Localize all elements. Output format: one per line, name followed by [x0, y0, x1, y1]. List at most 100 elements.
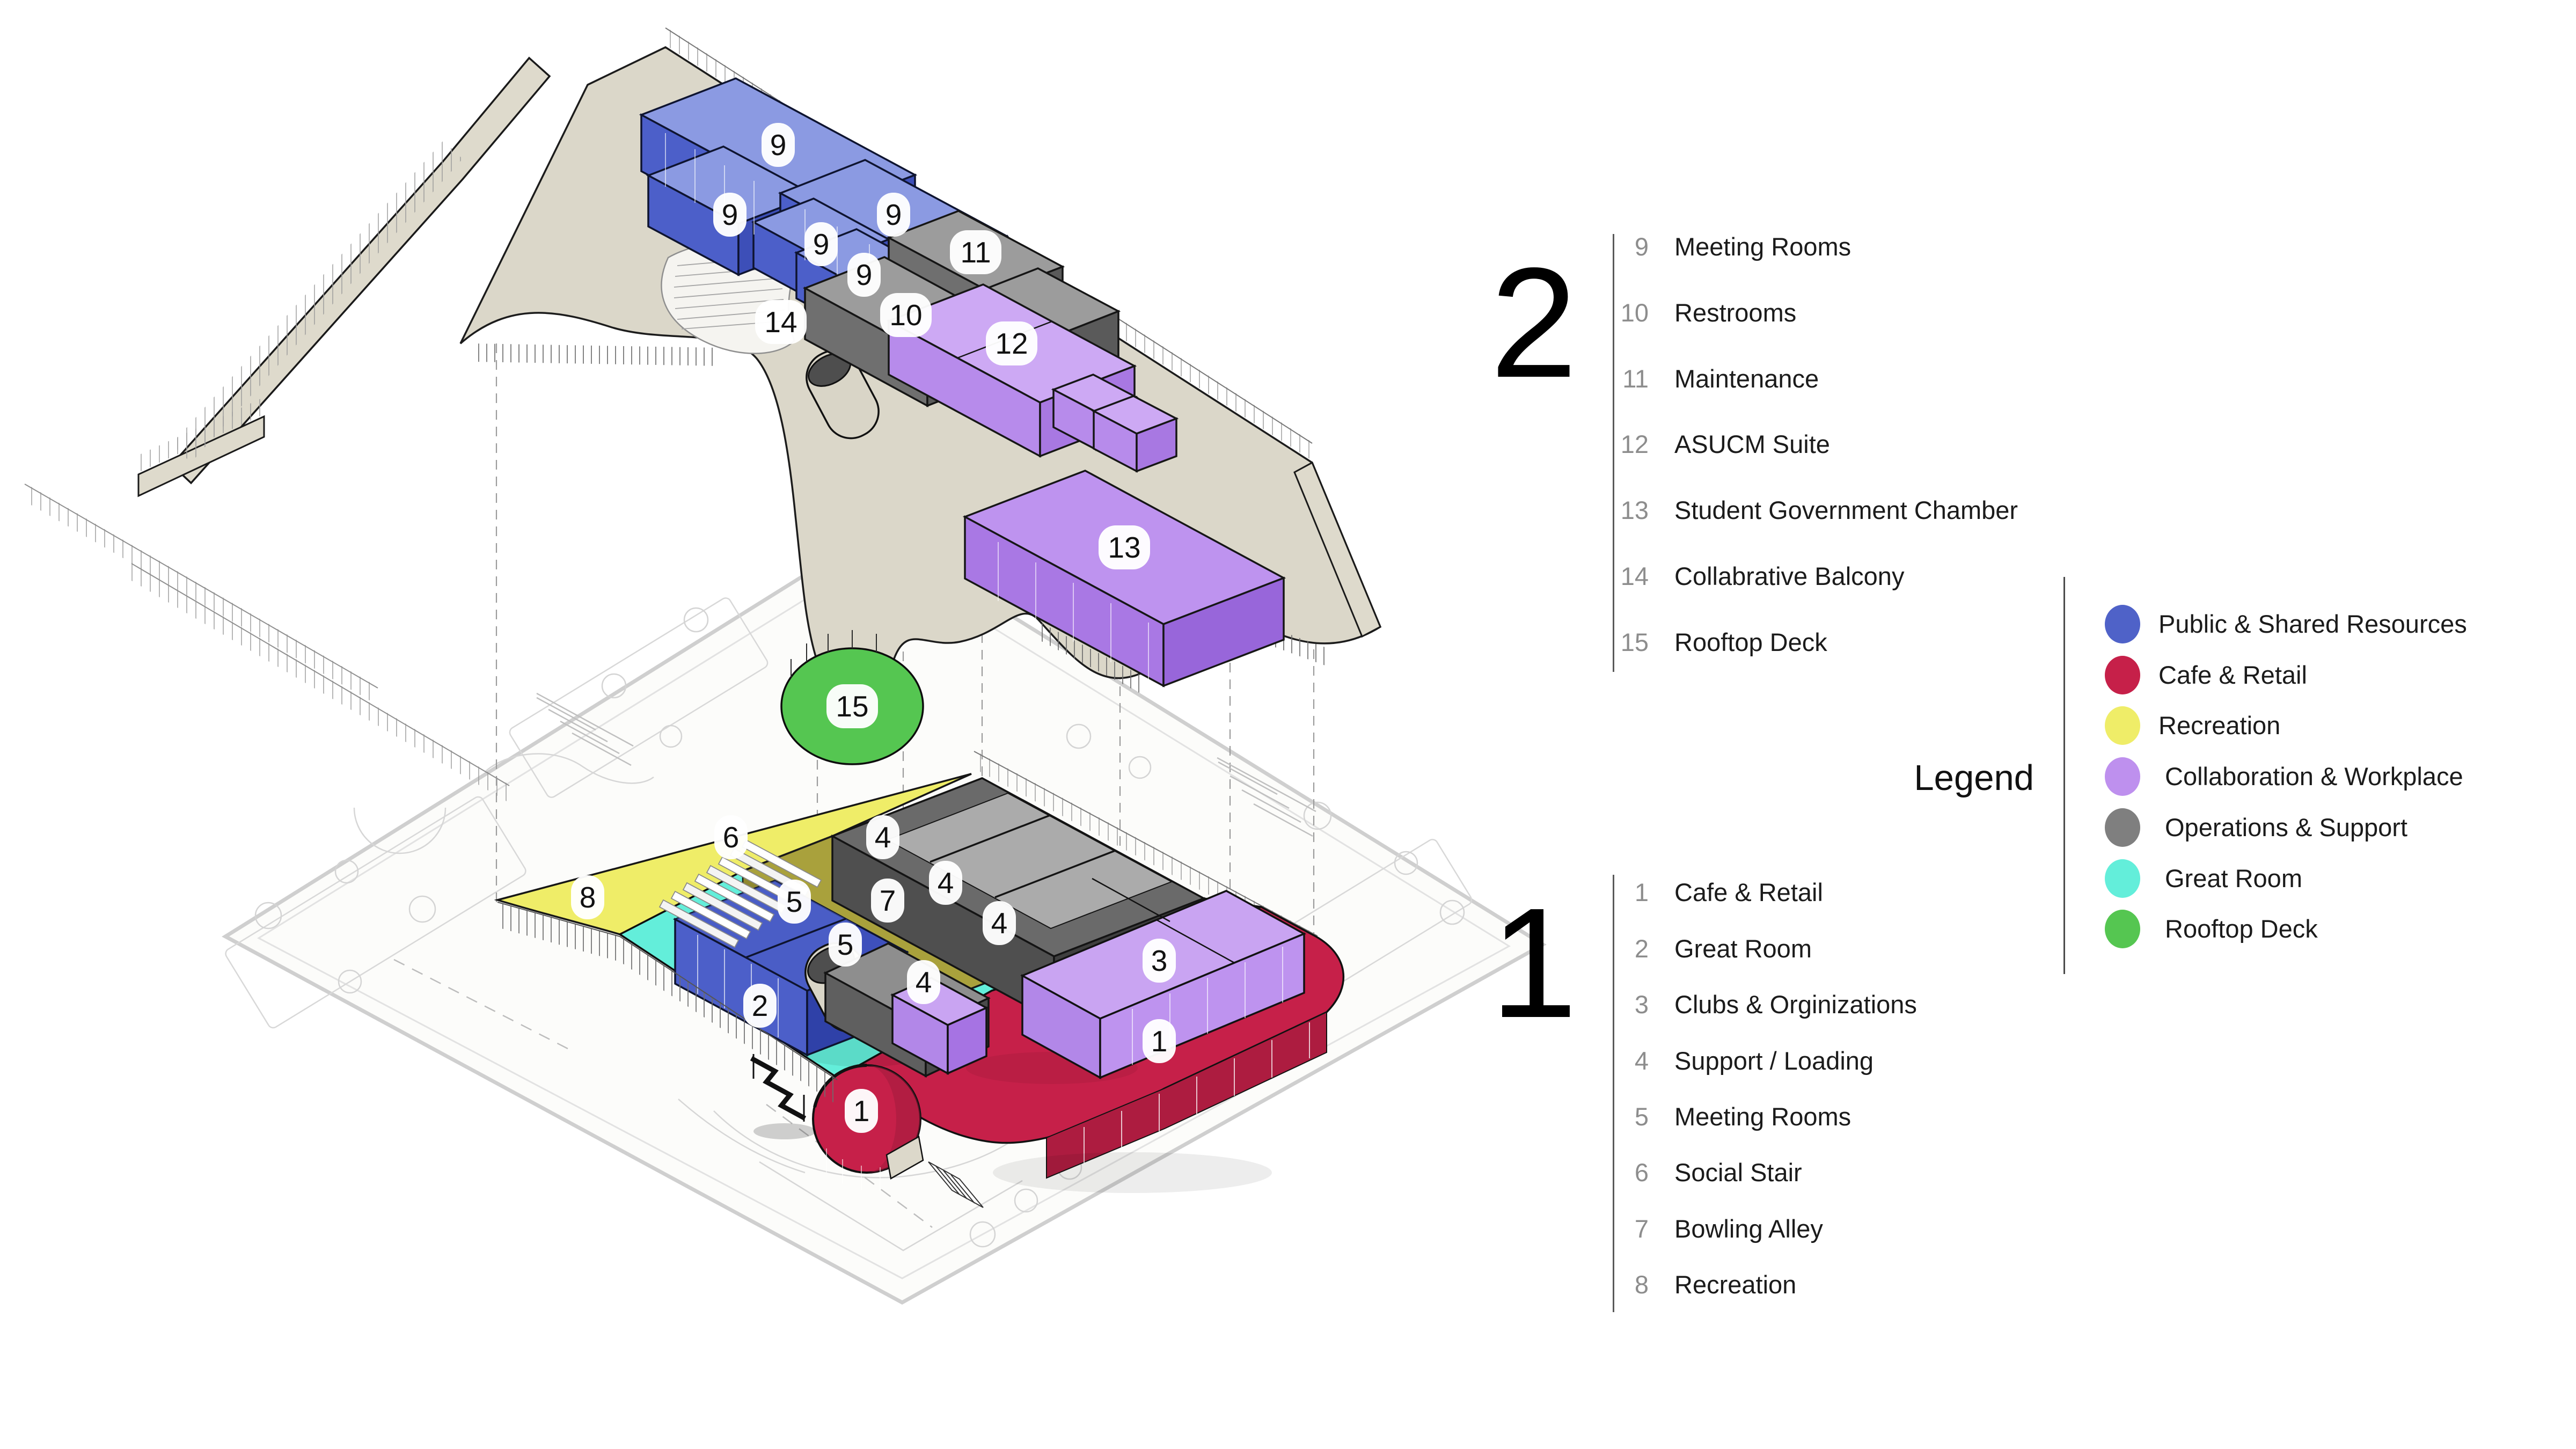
stair-southeast — [928, 1161, 984, 1208]
list-item: 8 Recreation — [1589, 1268, 1796, 1302]
svg-text:8: 8 — [580, 881, 596, 914]
svg-text:13: 13 — [1108, 531, 1140, 564]
legend-rule — [2063, 577, 2065, 974]
room-bubble: 4 — [929, 861, 962, 905]
svg-text:2: 2 — [752, 989, 769, 1022]
svg-text:5: 5 — [837, 928, 854, 961]
room-bubble: 5 — [829, 923, 862, 967]
item-label: Recreation — [1674, 1270, 1797, 1299]
item-number: 13 — [1620, 496, 1649, 524]
room-bubble: 4 — [866, 815, 899, 859]
svg-text:3: 3 — [1151, 944, 1168, 977]
room-bubble: 1 — [1143, 1019, 1176, 1063]
svg-text:1: 1 — [853, 1094, 870, 1128]
room-bubble: 2 — [743, 984, 777, 1028]
legend-label: Recreation — [2158, 711, 2281, 740]
item-label: Meeting Rooms — [1674, 232, 1851, 261]
svg-text:4: 4 — [916, 965, 932, 999]
item-number: 4 — [1634, 1046, 1649, 1075]
item-label: Cafe & Retail — [1674, 878, 1823, 906]
list-item: 12 ASUCM Suite — [1589, 427, 1830, 462]
room-bubble: 9 — [762, 123, 795, 167]
room-bubble: 9 — [847, 253, 881, 297]
item-number: 1 — [1634, 878, 1649, 906]
list-item: 9 Meeting Rooms — [1589, 230, 1851, 264]
svg-text:4: 4 — [875, 821, 891, 854]
room-bubble: 9 — [877, 193, 910, 237]
list-item: 1 Cafe & Retail — [1589, 875, 1823, 910]
legend-label: Great Room — [2165, 864, 2302, 892]
legend-label: Operations & Support — [2165, 813, 2407, 841]
item-number: 7 — [1634, 1214, 1649, 1243]
room-bubble: 1 — [845, 1089, 878, 1133]
room-bubble: 11 — [950, 230, 1001, 274]
legend-label: Cafe & Retail — [2158, 661, 2307, 689]
room-bubbles: 9 9 9 9 9 11 10 14 12 13 15 4 4 4 4 6 8 … — [571, 123, 1176, 1133]
item-number: 10 — [1620, 298, 1649, 327]
item-number: 5 — [1634, 1102, 1649, 1131]
room-bubble: 9 — [804, 222, 838, 266]
item-number: 14 — [1620, 562, 1649, 590]
item-number: 2 — [1634, 934, 1649, 963]
svg-text:6: 6 — [723, 821, 740, 854]
item-label: ASUCM Suite — [1674, 430, 1830, 458]
list-item: 5 Meeting Rooms — [1589, 1100, 1851, 1134]
item-number: 8 — [1634, 1270, 1649, 1299]
stair-black — [750, 1054, 816, 1139]
svg-text:9: 9 — [813, 228, 830, 261]
room-bubble: 4 — [983, 901, 1016, 945]
item-label: Collabrative Balcony — [1674, 562, 1905, 590]
svg-text:15: 15 — [836, 690, 868, 723]
svg-text:11: 11 — [960, 236, 991, 269]
item-number: 3 — [1634, 990, 1649, 1019]
wing-wall-left — [137, 56, 551, 497]
room-bubble: 3 — [1143, 939, 1176, 983]
floor1-list-rule — [1613, 875, 1614, 1312]
item-label: Meeting Rooms — [1674, 1102, 1851, 1131]
svg-text:9: 9 — [885, 198, 902, 231]
svg-text:9: 9 — [770, 128, 787, 162]
ghost-stair-b — [1217, 757, 1316, 837]
room-bubble: 9 — [713, 193, 747, 237]
floor2-number: 2 — [1490, 235, 1578, 410]
legend-swatch — [2105, 605, 2140, 643]
svg-text:4: 4 — [938, 866, 954, 899]
legend-swatch — [2105, 859, 2140, 898]
site-paths — [353, 753, 1036, 1252]
legend-swatch — [2105, 706, 2140, 745]
legend-label: Rooftop Deck — [2165, 914, 2318, 943]
room-bubble: 12 — [986, 321, 1037, 365]
item-number: 15 — [1620, 628, 1649, 656]
room-bubble: 13 — [1099, 525, 1150, 569]
item-number: 12 — [1620, 430, 1649, 458]
room-bubble: 5 — [778, 880, 811, 924]
item-label: Rooftop Deck — [1674, 628, 1827, 656]
room-bubble: 14 — [755, 300, 807, 344]
room-bubble: 7 — [871, 879, 904, 923]
legend-label: Collaboration & Workplace — [2165, 762, 2463, 791]
room-bubble: 4 — [907, 960, 940, 1004]
svg-text:10: 10 — [889, 298, 922, 332]
wing-wall-right — [1293, 461, 1381, 638]
svg-text:14: 14 — [764, 305, 797, 339]
floor2-list-rule — [1613, 234, 1614, 672]
svg-text:9: 9 — [856, 258, 873, 291]
item-label: Social Stair — [1674, 1158, 1802, 1187]
list-item: 2 Great Room — [1589, 932, 1812, 966]
svg-text:4: 4 — [991, 906, 1008, 940]
item-label: Great Room — [1674, 934, 1812, 963]
item-number: 9 — [1634, 232, 1649, 261]
item-number: 11 — [1622, 364, 1649, 393]
room-bubble: 6 — [714, 815, 748, 859]
svg-text:9: 9 — [722, 198, 738, 231]
room-bubble: 10 — [880, 293, 932, 337]
svg-text:12: 12 — [995, 327, 1028, 360]
core-oval-f2 — [806, 349, 880, 440]
legend-swatch — [2105, 656, 2140, 694]
svg-text:5: 5 — [786, 885, 803, 918]
